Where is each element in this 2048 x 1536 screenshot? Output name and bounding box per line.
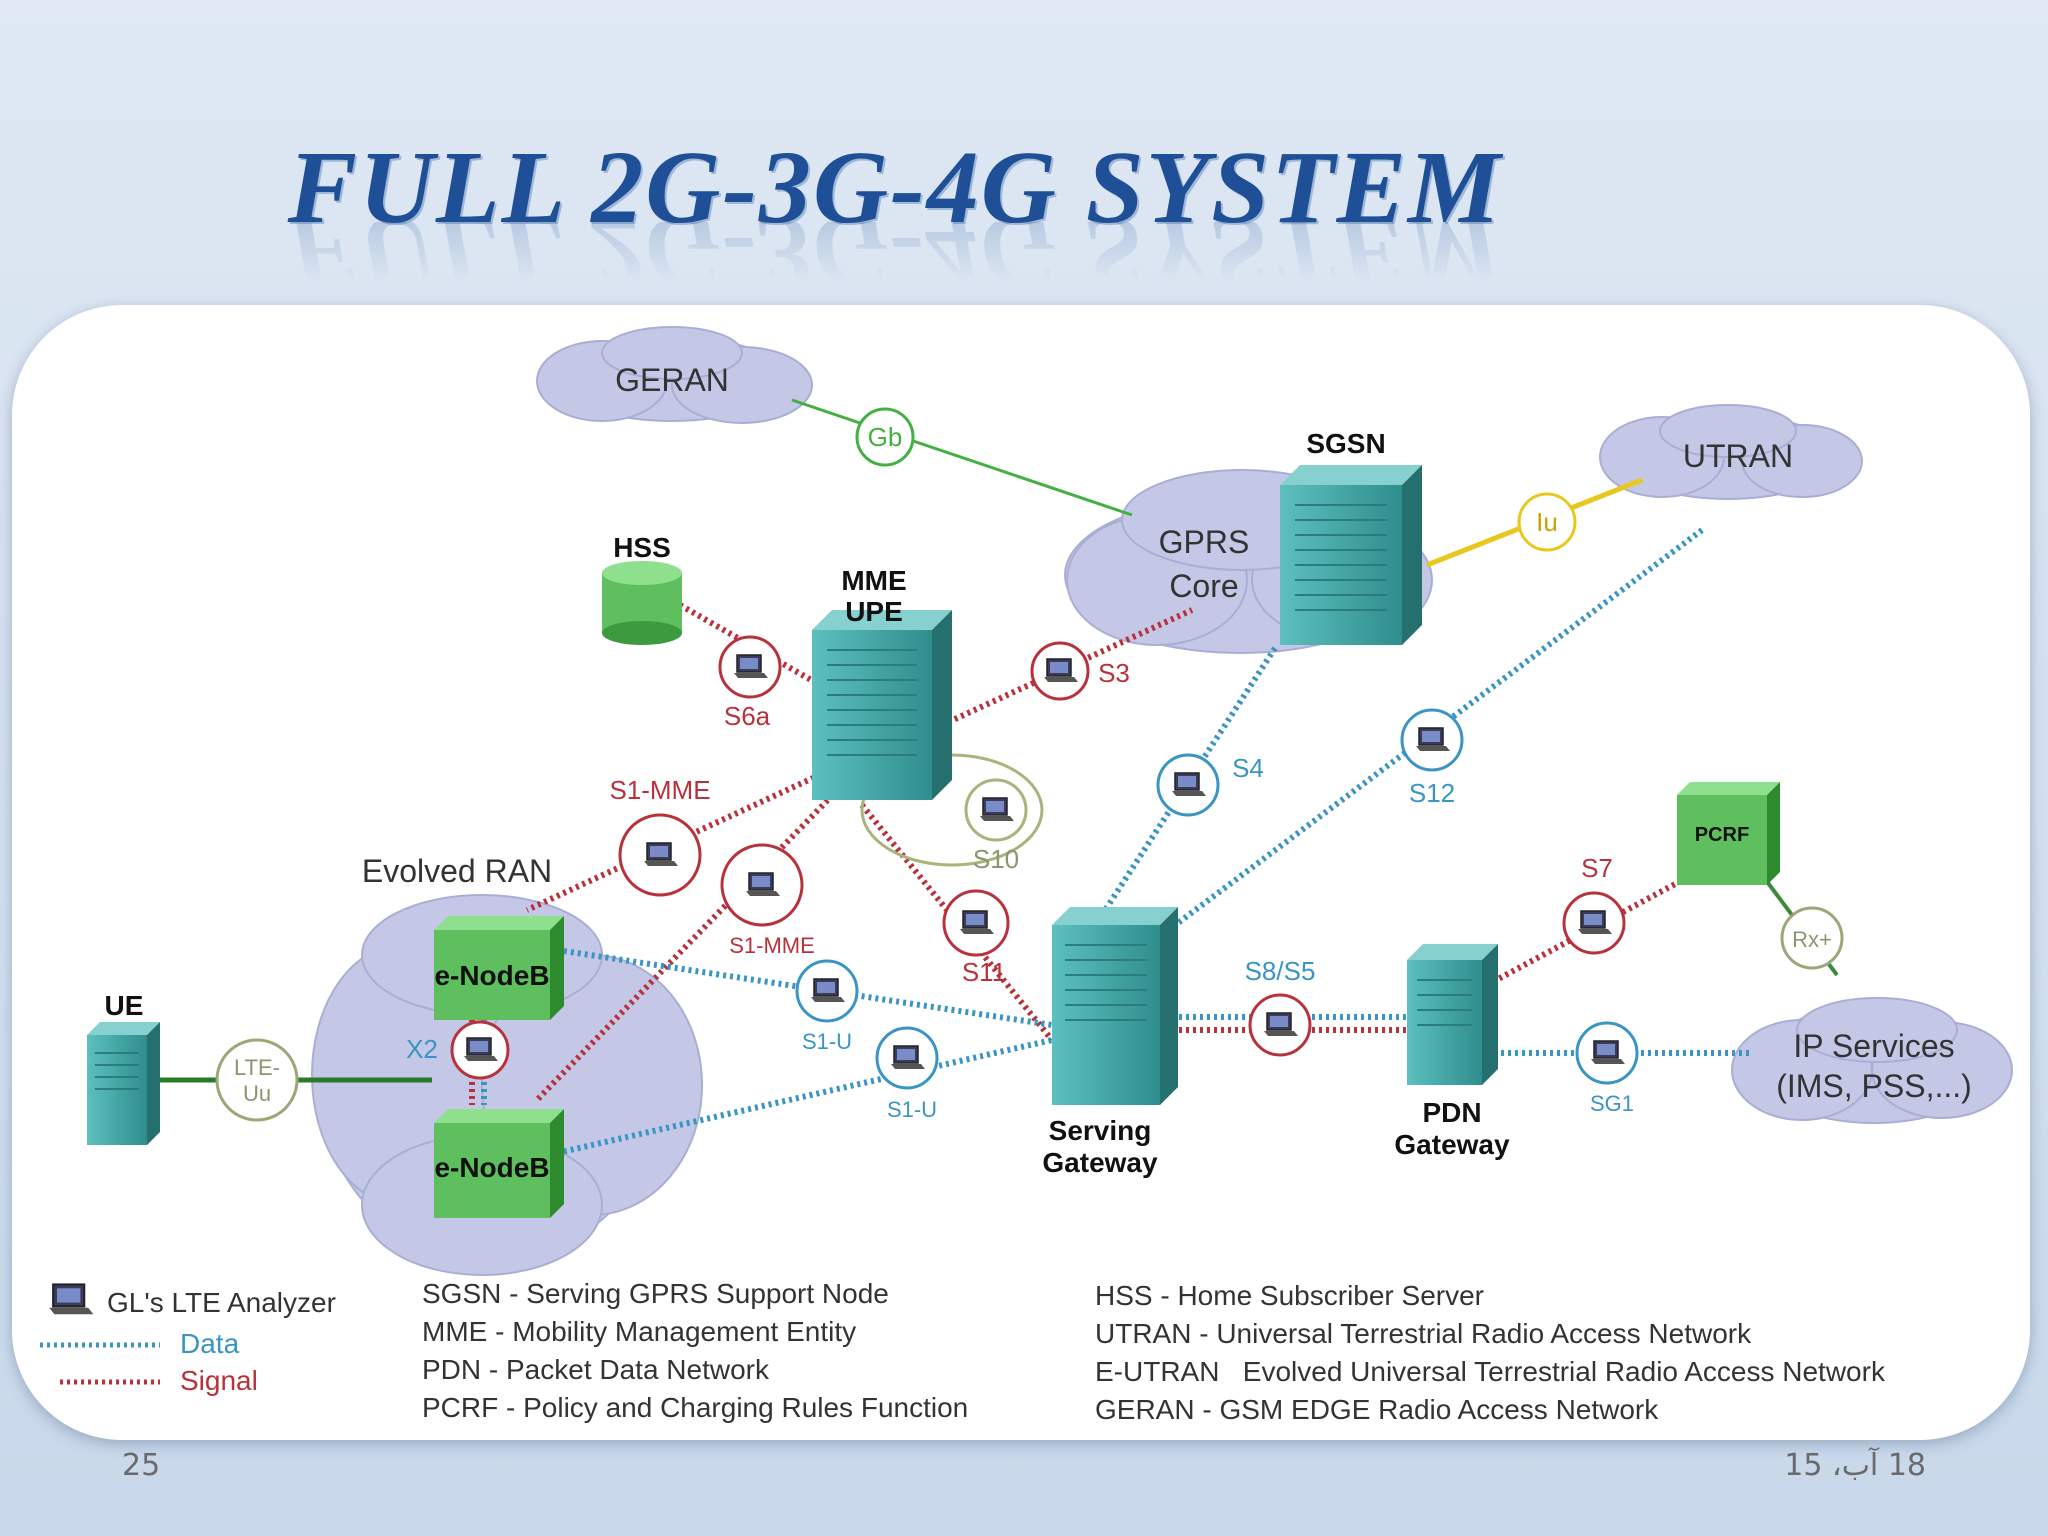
pdn-gateway-label-2: Gateway <box>1394 1129 1510 1160</box>
hss-label: HSS <box>613 532 671 563</box>
legend-col2-line-3: E-UTRAN Evolved Universal Terrestrial Ra… <box>1095 1356 1886 1387</box>
serving-gateway-server <box>1052 907 1178 1105</box>
diagram-panel: GERAN UTRAN GPRS Core Evolved RAN IP Ser… <box>12 305 2030 1440</box>
s1-mme-b-label: S1-MME <box>729 933 815 958</box>
s1-u-a-label: S1-U <box>802 1029 852 1054</box>
s7-analyzer-icon <box>1562 891 1626 955</box>
s10-label: S10 <box>973 844 1019 874</box>
s12-analyzer-icon <box>1400 708 1464 772</box>
s1-mme-a-analyzer-icon <box>618 813 702 897</box>
s8-s5-label: S8/S5 <box>1245 956 1316 986</box>
pcrf-node <box>1677 782 1780 885</box>
s1-mme-b-analyzer-icon <box>720 843 804 927</box>
legend-col1-line-2: MME - Mobility Management Entity <box>422 1316 856 1347</box>
s6a-analyzer-icon <box>718 635 782 699</box>
x2-analyzer-icon <box>450 1020 510 1080</box>
s1-mme-a-label: S1-MME <box>609 775 710 805</box>
s3-label: S3 <box>1098 658 1130 688</box>
legend-col2-line-2: UTRAN - Universal Terrestrial Radio Acce… <box>1095 1318 1752 1349</box>
legend-col1-line-1: SGSN - Serving GPRS Support Node <box>422 1278 889 1309</box>
lte-uu-label-2: Uu <box>243 1081 271 1106</box>
gprs-core-label-2: Core <box>1169 568 1238 604</box>
enodeb-top-node <box>434 916 564 1020</box>
legend-col2-line-1: HSS - Home Subscriber Server <box>1095 1280 1484 1311</box>
s11-analyzer-icon <box>942 889 1010 957</box>
slide-date: 18 آب، 15 <box>1784 1448 1926 1483</box>
s6a-label: S6a <box>724 701 771 731</box>
hss-database <box>602 561 682 645</box>
ip-services-label-2: (IMS, PSS,...) <box>1776 1068 1972 1104</box>
legend-analyzer-label: GL's LTE Analyzer <box>107 1287 336 1318</box>
legend-col2-line-4: GERAN - GSM EDGE Radio Access Network <box>1095 1394 1659 1425</box>
x2-label: X2 <box>406 1034 438 1064</box>
evolved-ran-cloud <box>311 894 703 1276</box>
s4-analyzer-icon <box>1156 753 1220 817</box>
rx-badge <box>1780 906 1844 970</box>
lte-uu-badge <box>215 1038 299 1122</box>
utran-label: UTRAN <box>1683 438 1793 474</box>
evolved-ran-label: Evolved RAN <box>362 853 552 889</box>
slide-title-reflection: FULL 2G-3G-4G SYSTEM <box>287 222 1503 282</box>
serving-gateway-label-1: Serving <box>1049 1115 1152 1146</box>
enodeb-bottom-label: e-NodeB <box>434 1152 549 1183</box>
utran-cloud <box>1599 404 1863 500</box>
s8-s5-analyzer-icon <box>1248 993 1312 1057</box>
iu-label: Iu <box>1536 507 1558 537</box>
upe-label: UPE <box>845 596 903 627</box>
enodeb-top-label: e-NodeB <box>434 960 549 991</box>
enodeb-bottom-node <box>434 1109 564 1218</box>
legend-analyzer-icon <box>48 1283 95 1316</box>
sgsn-label: SGSN <box>1306 428 1385 459</box>
pdn-gateway-label-1: PDN <box>1422 1097 1481 1128</box>
ue-label: UE <box>105 990 144 1021</box>
s3-analyzer-icon <box>1030 641 1090 701</box>
geran-label: GERAN <box>615 362 729 398</box>
s10-analyzer-icon <box>964 778 1028 842</box>
s1-u-b-analyzer-icon <box>875 1026 939 1090</box>
slide-title: FULL 2G-3G-4G SYSTEM <box>287 130 1503 245</box>
legend-col1-line-3: PDN - Packet Data Network <box>422 1354 770 1385</box>
lte-uu-label-1: LTE- <box>234 1055 280 1080</box>
rx-label: Rx+ <box>1792 927 1832 952</box>
s1-u-a-analyzer-icon <box>795 959 859 1023</box>
sgsn-server <box>1280 465 1422 645</box>
legend: GL's LTE Analyzer Data Signal SGSN - Ser… <box>40 1278 1886 1425</box>
s7-label: S7 <box>1581 853 1613 883</box>
slide-number: 25 <box>122 1448 161 1483</box>
sg1-analyzer-icon <box>1575 1021 1639 1085</box>
gb-badge <box>855 407 915 467</box>
ue-device <box>87 1022 160 1145</box>
network-diagram: GERAN UTRAN GPRS Core Evolved RAN IP Ser… <box>40 326 2013 1425</box>
geran-cloud <box>536 326 813 424</box>
legend-data-label: Data <box>180 1328 240 1359</box>
legend-col1-line-4: PCRF - Policy and Charging Rules Functio… <box>422 1392 968 1423</box>
s11-label: S11 <box>962 957 1006 987</box>
ip-services-cloud <box>1731 997 2013 1124</box>
serving-gateway-label-2: Gateway <box>1042 1147 1158 1178</box>
mme-label: MME <box>841 565 906 596</box>
legend-signal-label: Signal <box>180 1365 258 1396</box>
iu-badge <box>1517 492 1577 552</box>
gb-label: Gb <box>868 422 903 452</box>
ip-services-label-1: IP Services <box>1793 1028 1954 1064</box>
s1-u-b-label: S1-U <box>887 1097 937 1122</box>
pcrf-label: PCRF <box>1695 824 1749 846</box>
sg1-label: SG1 <box>1590 1091 1634 1116</box>
pdn-gateway-server <box>1407 944 1498 1085</box>
s4-label: S4 <box>1232 753 1264 783</box>
mme-upe-server <box>812 610 952 800</box>
gprs-core-label-1: GPRS <box>1159 524 1250 560</box>
gb-link <box>791 398 1133 517</box>
s12-label: S12 <box>1409 778 1455 808</box>
